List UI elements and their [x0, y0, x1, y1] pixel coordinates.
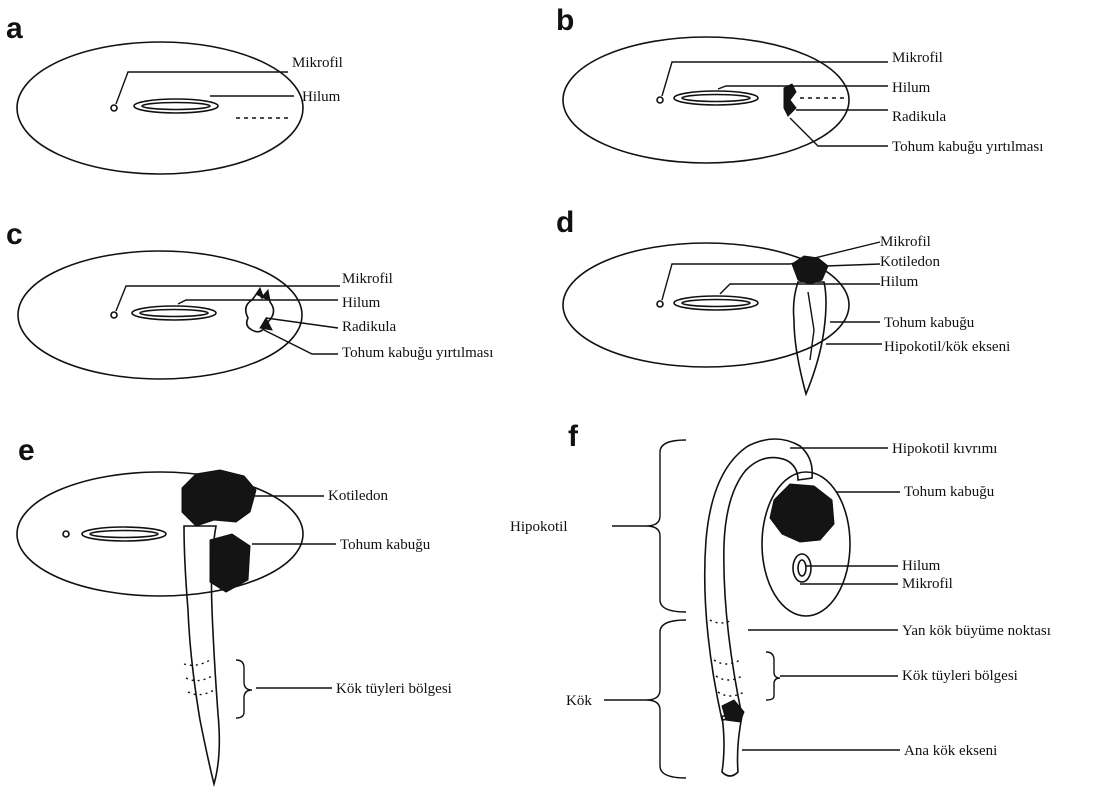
panel-e-letter: e: [18, 434, 35, 467]
label-kok: Kök: [566, 693, 592, 709]
panel-b-letter: b: [556, 4, 574, 37]
hilum-inner: [142, 103, 210, 110]
label-hipokotil-kok-ekseni: Hipokotil/kök ekseni: [884, 339, 1010, 355]
leader-line: [720, 284, 880, 294]
label-mikrofil: Mikrofil: [880, 234, 931, 250]
label-hilum: Hilum: [302, 89, 341, 105]
label-yan-kok-buyume-noktasi: Yan kök büyüme noktası: [902, 623, 1051, 639]
root-hairs: [718, 692, 744, 696]
root-hairs: [186, 676, 212, 681]
label-mikrofil: Mikrofil: [892, 50, 943, 66]
micropyle: [657, 301, 663, 307]
label-hilum: Hilum: [892, 80, 931, 96]
micropyle: [111, 105, 117, 111]
panel-f-letter: f: [568, 420, 579, 453]
panel-d-letter: d: [556, 206, 574, 239]
hilum-outer: [674, 296, 758, 310]
label-kotiledon: Kotiledon: [328, 488, 388, 504]
panel-b: b Mikrofil Hilum Radikula Tohum kabuğu y…: [556, 4, 1043, 163]
brace-kok: [646, 620, 686, 778]
label-tohum-kabugu: Tohum kabuğu: [904, 484, 995, 500]
micropyle: [111, 312, 117, 318]
label-ana-kok-ekseni: Ana kök ekseni: [904, 743, 997, 759]
root-tip-mark: [722, 700, 744, 722]
brace-hipokotil: [646, 440, 686, 612]
label-hipokotil-kivrimi: Hipokotil kıvrımı: [892, 441, 997, 457]
label-kok-tuyleri-bolgesi: Kök tüyleri bölgesi: [336, 681, 452, 697]
hilum-outer: [82, 527, 166, 541]
panel-a-letter: a: [6, 12, 23, 45]
label-hipokotil: Hipokotil: [510, 519, 568, 535]
hilum-outer: [793, 554, 811, 582]
micropyle: [63, 531, 69, 537]
label-mikrofil: Mikrofil: [342, 271, 393, 287]
axis-line: [808, 292, 814, 360]
cotyledon: [182, 470, 256, 526]
hilum-outer: [674, 91, 758, 105]
hilum-inner: [798, 560, 806, 576]
hilum-inner: [682, 300, 750, 307]
root-hairs: [184, 660, 210, 665]
panel-f: f Hipokotil kıvrımı Tohum kabuğu: [510, 420, 1051, 778]
leader-line: [662, 242, 880, 300]
hilum-inner: [90, 531, 158, 538]
leader-line: [178, 300, 338, 304]
leader-line: [116, 72, 288, 104]
leader-line: [264, 330, 338, 354]
bracket: [236, 660, 252, 718]
root-hairs: [716, 676, 742, 680]
cotyledon: [770, 484, 834, 542]
panel-e: e Kotiledon Tohum kabuğu Kök tüyleri böl…: [17, 434, 452, 784]
label-hilum: Hilum: [342, 295, 381, 311]
leader-line: [662, 62, 888, 96]
micropyle: [657, 97, 663, 103]
root-hairs: [188, 690, 214, 695]
label-tohum-kabugu: Tohum kabuğu: [884, 315, 975, 331]
radicle: [784, 84, 796, 116]
label-hilum: Hilum: [902, 558, 941, 574]
label-mikrofil: Mikrofil: [902, 576, 953, 592]
lateral-root-dots: [710, 620, 732, 623]
label-mikrofil: Mikrofil: [292, 55, 343, 71]
hilum-inner: [682, 95, 750, 102]
label-radikula: Radikula: [342, 319, 396, 335]
panel-a: a Mikrofil Hilum: [6, 12, 343, 174]
cotyledon: [792, 256, 828, 284]
label-hilum: Hilum: [880, 274, 919, 290]
panel-d: d Mikrofil Kotiledon Hilum Tohum kabuğu …: [556, 206, 1010, 394]
label-seedcoat-tear: Tohum kabuğu yırtılması: [892, 139, 1043, 155]
label-seedcoat-tear: Tohum kabuğu yırtılması: [342, 345, 493, 361]
leader-line: [718, 86, 888, 89]
hilum-inner: [140, 310, 208, 317]
seed-outline: [17, 472, 303, 596]
root: [722, 716, 742, 776]
hilum-outer: [134, 99, 218, 113]
root-hairs: [714, 660, 740, 664]
leader-line: [826, 264, 880, 266]
seed-outline: [563, 37, 849, 163]
cotyledon-lower: [210, 534, 250, 592]
hilum-outer: [132, 306, 216, 320]
label-radikula: Radikula: [892, 109, 946, 125]
seed-outline: [17, 42, 303, 174]
panel-c-letter: c: [6, 218, 23, 251]
bracket: [766, 652, 780, 700]
panel-c: c Mikrofil Hilum Radikula Tohum kabuğu y…: [6, 218, 493, 379]
label-kotiledon: Kotiledon: [880, 254, 940, 270]
seed-outline: [18, 251, 302, 379]
label-kok-tuyleri-bolgesi: Kök tüyleri bölgesi: [902, 668, 1018, 684]
label-tohum-kabugu: Tohum kabuğu: [340, 537, 431, 553]
